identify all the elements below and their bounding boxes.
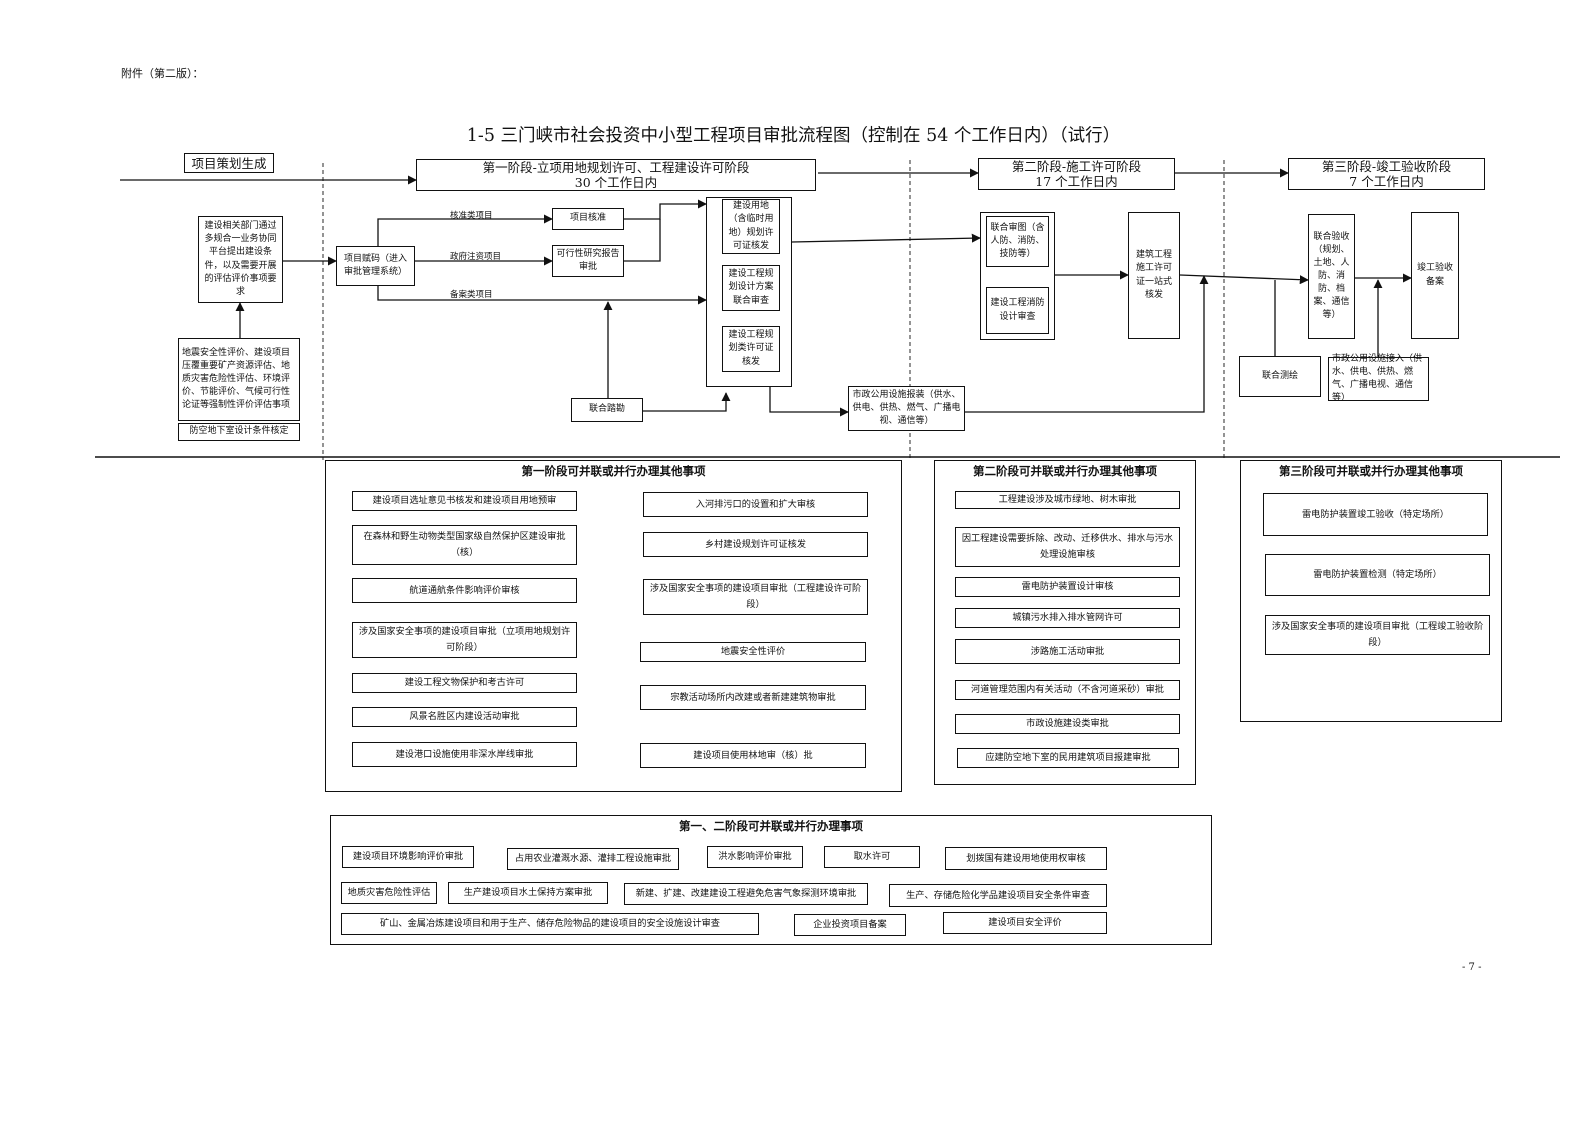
- stage1-item: 航道通航条件影响评价审核: [352, 578, 577, 603]
- branch-label-approval: 核准类项目: [450, 211, 493, 221]
- assessments-box: 地震安全性评价、建设项目压覆重要矿产资源评估、地质灾害危险性评估、环境评价、节能…: [178, 338, 300, 421]
- planning-permit-text: 建设工程规划类许可证核发: [728, 330, 774, 367]
- stage3-item: 雷电防护装置竣工验收（特定场所）: [1263, 493, 1488, 536]
- utilities-connect-text: 市政公用设施接入（供水、供电、供热、燃气、广播电视、通信等）: [1332, 353, 1423, 404]
- joint-drawing-review-text: 联合审图（含人防、消防、技防等）: [990, 222, 1045, 260]
- stage12-item: 取水许可: [824, 846, 920, 868]
- branch-label-filing: 备案类项目: [450, 290, 493, 300]
- stage1-item: 建设项目选址意见书核发和建设项目用地预审: [352, 491, 577, 511]
- stage2-item: 因工程建设需要拆除、改动、迁移供水、排水与污水处理设施审核: [955, 527, 1180, 567]
- joint-survey-text: 联合踏勘: [588, 404, 625, 415]
- branch-label-government: 政府注资项目: [450, 252, 502, 262]
- stage1-item: 入河排污口的设置和扩大审核: [643, 492, 868, 517]
- stage12-item: 企业投资项目备案: [794, 914, 906, 936]
- stage2-item: 涉路施工活动审批: [955, 639, 1180, 664]
- joint-mapping-box: 联合测绘: [1239, 356, 1321, 397]
- stage12-item: 占用农业灌溉水源、灌排工程设施审批: [507, 848, 679, 870]
- stage1-item: 乡村建设规划许可证核发: [643, 532, 868, 557]
- joint-acceptance-box: 联合验收（规划、土地、人防、消防、档案、通信等）: [1308, 214, 1355, 339]
- stage-header-2: 第二阶段-施工许可阶段 17 个工作日内: [978, 158, 1175, 190]
- platform-box: 建设相关部门通过多规合一业务协同平台提出建设条件，以及需要开展的评估评价事项要求: [198, 216, 283, 303]
- construction-permit-text: 建筑工程施工许可证一站式核发: [1135, 250, 1172, 300]
- utilities-report-text: 市政公用设施报装（供水、供电、供热、燃气、广播电视、通信等）: [852, 389, 961, 427]
- stage-header-3: 第三阶段-竣工验收阶段 7 个工作日内: [1288, 158, 1485, 190]
- utilities-report-box: 市政公用设施报装（供水、供电、供热、燃气、广播电视、通信等）: [848, 386, 965, 431]
- stage-2-name: 第二阶段-施工许可阶段: [1011, 159, 1142, 174]
- stage3-item: 雷电防护装置检测（特定场所）: [1265, 554, 1490, 596]
- stage1-item: 在森林和野生动物类型国家级自然保护区建设审批（核）: [352, 525, 577, 565]
- stage2-item: 城镇污水排入排水管网许可: [955, 608, 1180, 628]
- stage3-item: 涉及国家安全事项的建设项目审批（工程竣工验收阶段）: [1265, 615, 1490, 655]
- stage1-item: 建设港口设施使用非深水岸线审批: [352, 742, 577, 767]
- stage-1-name: 第一阶段-立项用地规划许可、工程建设许可阶段: [482, 160, 750, 175]
- start-label: 项目策划生成: [184, 153, 274, 173]
- fire-design-review-box: 建设工程消防设计审查: [986, 287, 1049, 334]
- design-review-box: 建设工程规划设计方案联合审查: [722, 265, 780, 311]
- stage1-panel: 第一阶段可并联或并行办理其他事项 建设项目选址意见书核发和建设项目用地预审 在森…: [325, 460, 902, 792]
- completion-filing-box: 竣工验收备案: [1411, 212, 1459, 339]
- completion-filing-text: 竣工验收备案: [1416, 263, 1453, 287]
- stage1-item: 涉及国家安全事项的建设项目审批（立项用地规划许可阶段）: [352, 622, 577, 658]
- attachment-label: 附件（第二版）：: [121, 67, 204, 80]
- land-permit-box: 建设用地（含临时用地）规划许可证核发: [722, 199, 780, 254]
- stage2-item: 应建防空地下室的民用建筑项目报建审批: [957, 748, 1179, 768]
- stage1-item: 地震安全性评价: [640, 642, 866, 662]
- stage3-panel: 第三阶段可并联或并行办理其他事项 雷电防护装置竣工验收（特定场所） 雷电防护装置…: [1240, 460, 1502, 722]
- stage12-panel-title: 第一、二阶段可并联或并行办理事项: [679, 819, 863, 833]
- stage12-item: 建设项目环境影响评价审批: [342, 846, 474, 868]
- project-code-box-text: 项目赋码（进入审批管理系统）: [343, 253, 407, 277]
- stage2-panel: 第二阶段可并联或并行办理其他事项 工程建设涉及城市绿地、树木审批 因工程建设需要…: [934, 460, 1196, 785]
- project-code-box: 项目赋码（进入审批管理系统）: [336, 246, 415, 286]
- stage12-item: 建设项目安全评价: [943, 912, 1107, 934]
- utilities-connect-box: 市政公用设施接入（供水、供电、供热、燃气、广播电视、通信等）: [1328, 354, 1429, 403]
- air-defense-box-text: 防空地下室设计条件核定: [189, 426, 289, 437]
- stage12-item: 洪水影响评价审批: [707, 846, 803, 868]
- stage2-item: 工程建设涉及城市绿地、树木审批: [955, 491, 1180, 509]
- design-review-text: 建设工程规划设计方案联合审查: [728, 269, 774, 306]
- stage-1-days: 30 个工作日内: [574, 175, 658, 190]
- stage-3-name: 第三阶段-竣工验收阶段: [1321, 159, 1452, 174]
- page-number: - 7 -: [1462, 962, 1482, 973]
- assessments-box-text: 地震安全性评价、建设项目压覆重要矿产资源评估、地质灾害危险性评估、环境评价、节能…: [182, 347, 291, 411]
- stage2-item: 河道管理范围内有关活动（不含河道采砂）审批: [955, 680, 1180, 700]
- stage2-item: 市政设施建设类审批: [955, 714, 1180, 734]
- joint-acceptance-text: 联合验收（规划、土地、人防、消防、档案、通信等）: [1313, 231, 1350, 321]
- stage-header-1: 第一阶段-立项用地规划许可、工程建设许可阶段 30 个工作日内: [416, 159, 816, 191]
- project-approval-box: 项目核准: [552, 208, 624, 230]
- stage1-item: 风景名胜区内建设活动审批: [352, 707, 577, 727]
- start-label-text: 项目策划生成: [191, 155, 267, 171]
- joint-survey-box: 联合踏勘: [571, 398, 643, 422]
- stage12-item: 矿山、金属冶炼建设项目和用于生产、储存危险物品的建设项目的安全设施设计审查: [341, 913, 759, 935]
- stage1-item: 建设工程文物保护和考古许可: [352, 673, 577, 693]
- fire-design-review-text: 建设工程消防设计审查: [990, 298, 1045, 322]
- stage3-panel-title: 第三阶段可并联或并行办理其他事项: [1279, 464, 1463, 478]
- stage12-panel: 第一、二阶段可并联或并行办理事项 建设项目环境影响评价审批 占用农业灌溉水源、灌…: [330, 815, 1212, 945]
- stage12-item: 地质灾害危险性评估: [341, 882, 437, 904]
- joint-drawing-review-box: 联合审图（含人防、消防、技防等）: [986, 216, 1049, 267]
- stage-3-days: 7 个工作日内: [1349, 174, 1424, 189]
- stage1-item: 宗教活动场所内改建或者新建建筑物审批: [640, 685, 866, 710]
- stage-2-days: 17 个工作日内: [1035, 174, 1118, 189]
- stage2-panel-title: 第二阶段可并联或并行办理其他事项: [973, 464, 1157, 478]
- stage12-item: 生产建设项目水土保持方案审批: [448, 882, 608, 904]
- stage2-item: 雷电防护装置设计审核: [955, 577, 1180, 597]
- joint-mapping-text: 联合测绘: [1261, 370, 1298, 381]
- stage1-panel-title: 第一阶段可并联或并行办理其他事项: [521, 464, 706, 478]
- page-title: 1-5 三门峡市社会投资中小型工程项目审批流程图（控制在 54 个工作日内）（试…: [466, 126, 1121, 146]
- project-approval-text: 项目核准: [569, 213, 606, 224]
- construction-permit-box: 建筑工程施工许可证一站式核发: [1128, 212, 1180, 339]
- feasibility-box: 可行性研究报告审批: [552, 245, 624, 277]
- stage1-item: 建设项目使用林地审（核）批: [640, 743, 866, 768]
- feasibility-text: 可行性研究报告审批: [556, 248, 620, 272]
- planning-permit-box: 建设工程规划类许可证核发: [722, 326, 780, 372]
- air-defense-box: 防空地下室设计条件核定: [178, 423, 300, 441]
- platform-box-text: 建设相关部门通过多规合一业务协同平台提出建设条件，以及需要开展的评估评价事项要求: [204, 221, 277, 297]
- stage12-item: 划拨国有建设用地使用权审核: [945, 847, 1107, 870]
- land-permit-text: 建设用地（含临时用地）规划许可证核发: [728, 201, 774, 251]
- stage12-item: 生产、存储危险化学品建设项目安全条件审查: [889, 884, 1107, 907]
- stage1-item: 涉及国家安全事项的建设项目审批（工程建设许可阶段）: [643, 579, 868, 615]
- stage12-item: 新建、扩建、改建建设工程避免危害气象探测环境审批: [624, 883, 868, 905]
